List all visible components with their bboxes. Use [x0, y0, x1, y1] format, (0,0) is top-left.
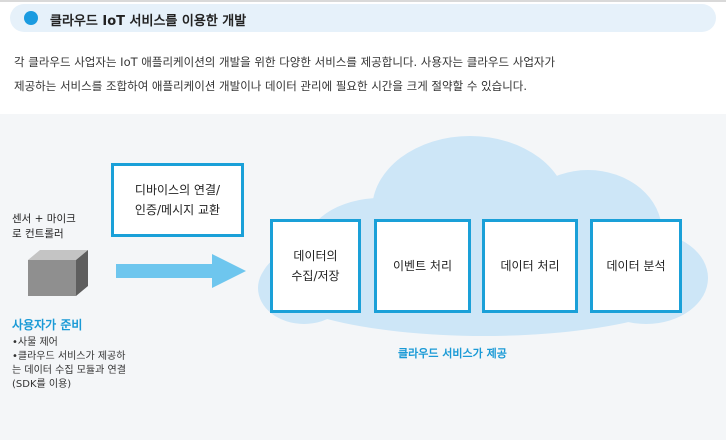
service-label: 데이터 처리 [500, 259, 560, 273]
user-prep-title: 사용자가 준비 [12, 318, 83, 332]
device-connection-box: 디바이스의 연결/ 인증/메시지 교환 [111, 163, 244, 237]
service-label: 데이터의 수집/저장 [291, 249, 340, 283]
cloud-caption: 클라우드 서비스가 제공 [398, 347, 507, 360]
intro-line-1: 각 클라우드 사업자는 IoT 애플리케이션의 개발을 위한 다양한 서비스를 … [14, 55, 556, 69]
sensor-device-icon [28, 250, 88, 296]
section-title: 클라우드 IoT 서비스를 이용한 개발 [50, 14, 247, 29]
section-header: 클라우드 IoT 서비스를 이용한 개발 [10, 4, 716, 32]
service-label: 이벤트 처리 [392, 259, 452, 273]
service-label: 데이터 분석 [606, 259, 666, 273]
service-box-data-analysis: 데이터 분석 [590, 219, 682, 313]
sensor-label: 센서 + 마이크 로 컨트롤러 [12, 213, 76, 240]
intro-paragraph: 각 클라우드 사업자는 IoT 애플리케이션의 개발을 위한 다양한 서비스를 … [14, 50, 714, 98]
user-prep-list: •사물 제어 •클라우드 서비스가 제공하 는 데이터 수집 모듈과 연결 (S… [12, 336, 126, 392]
user-prep-item: •사물 제어 [12, 337, 58, 348]
device-connection-label: 디바이스의 연결/ 인증/메시지 교환 [134, 183, 221, 217]
flow-arrow-icon [116, 254, 246, 288]
service-box-data-processing: 데이터 처리 [482, 219, 578, 313]
top-border [0, 0, 726, 2]
intro-line-2: 제공하는 서비스를 조합하여 애플리케이션 개발이나 데이터 관리에 필요한 시… [14, 79, 528, 93]
bullet-dot-icon [24, 11, 38, 25]
service-box-data-collection: 데이터의 수집/저장 [270, 219, 361, 313]
service-box-event-processing: 이벤트 처리 [374, 219, 471, 313]
user-prep-item: •클라우드 서비스가 제공하 는 데이터 수집 모듈과 연결 (SDK를 이용) [12, 351, 126, 390]
